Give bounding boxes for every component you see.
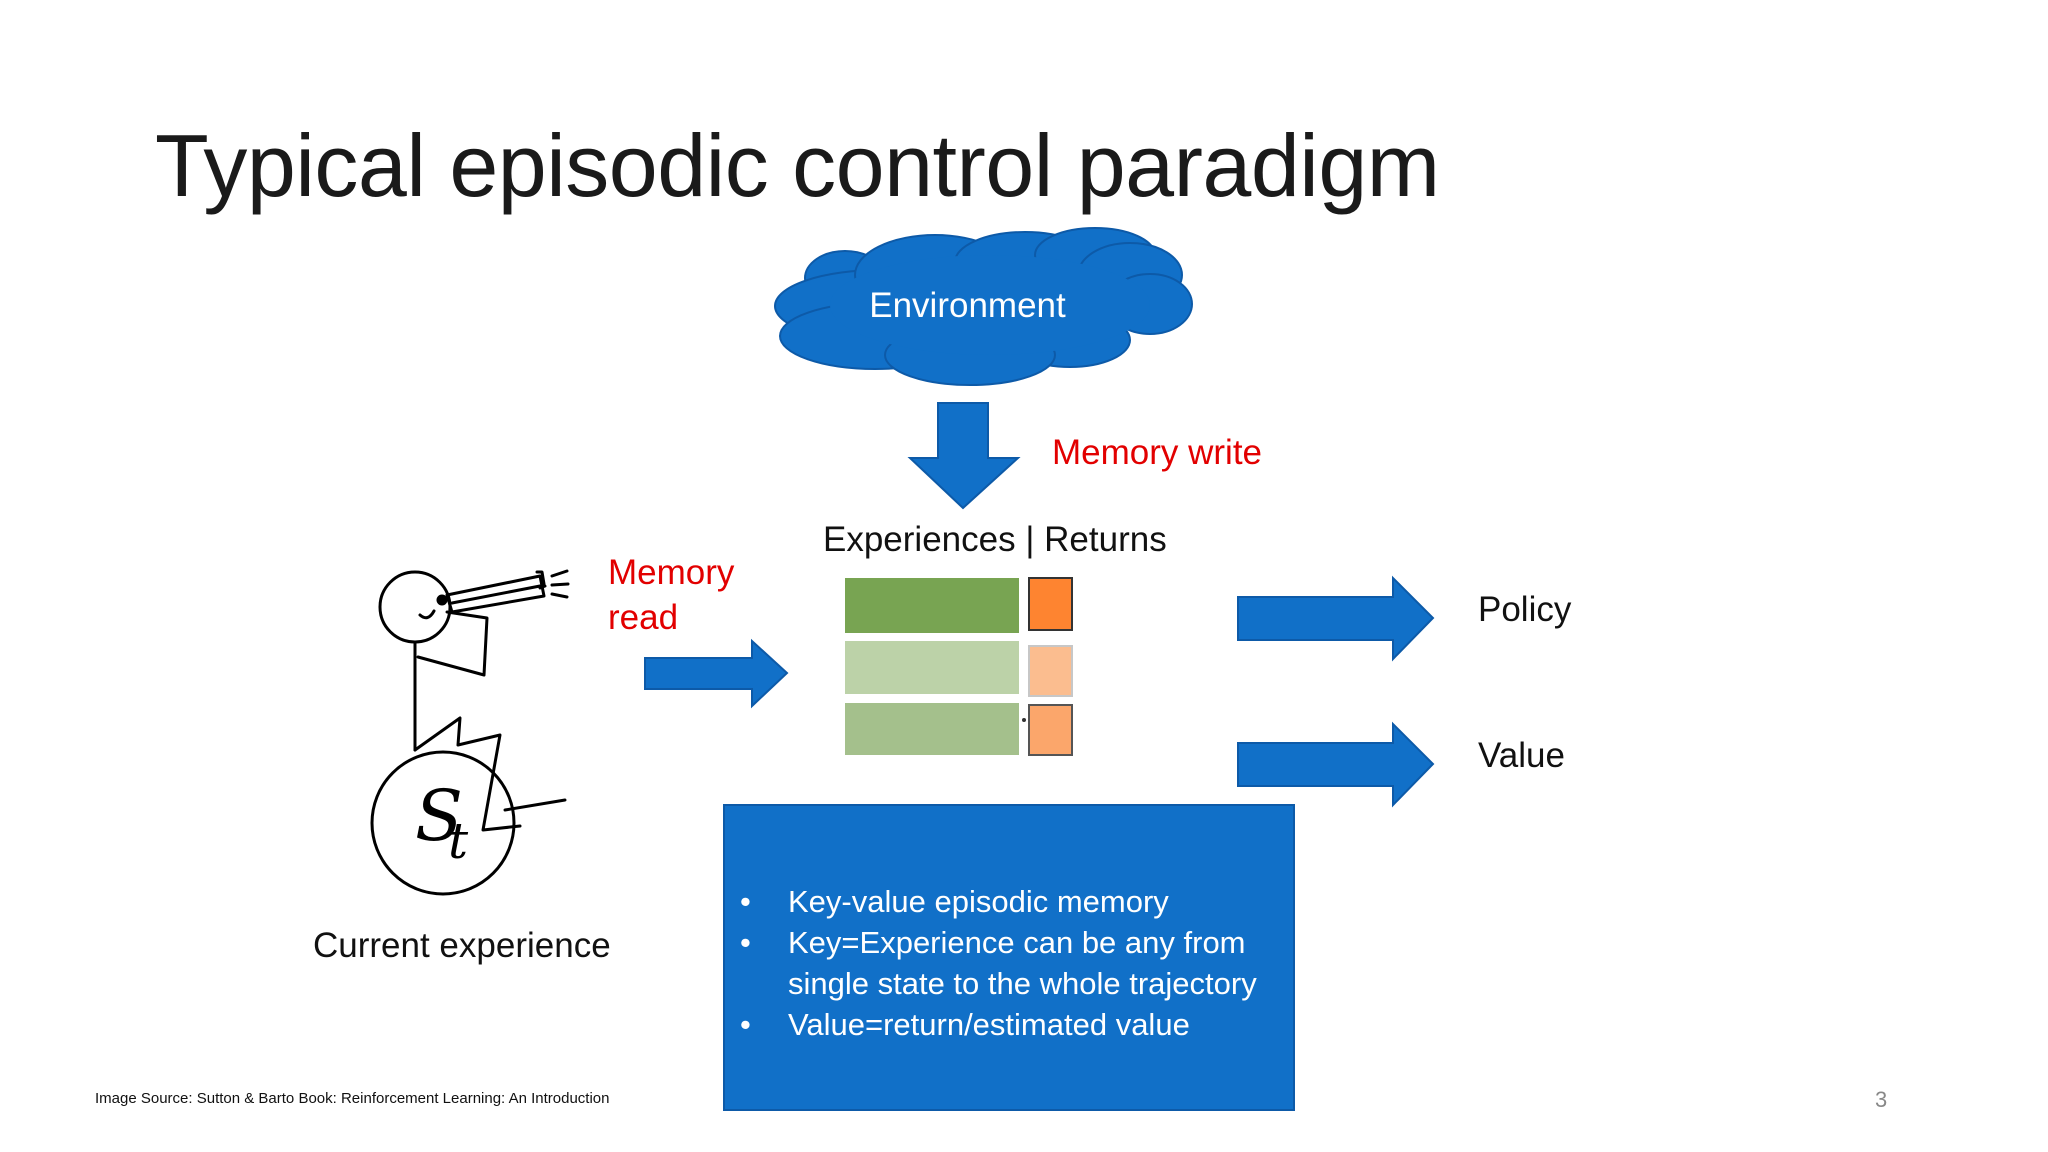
image-source-note: Image Source: Sutton & Barto Book: Reinf… (95, 1090, 610, 1107)
memory-read-line-1: Memory (608, 553, 735, 592)
environment-cloud-icon (774, 227, 1193, 386)
slide-title: Typical episodic control paradigm (155, 116, 1440, 215)
memory-key-row-3 (845, 703, 1019, 755)
memory-value-row-2 (1028, 645, 1073, 697)
memory-description-box: Key-value episodic memory Key=Experience… (723, 804, 1295, 1111)
current-experience-label: Current experience (313, 926, 611, 965)
bullet-item: Value=return/estimated value (725, 1004, 1288, 1045)
memory-key-row-1 (845, 578, 1019, 633)
state-subscript: t (448, 812, 469, 870)
memory-read-line-2: read (608, 598, 679, 637)
page-number: 3 (1875, 1087, 1888, 1112)
memory-read-label: Memory read (608, 550, 734, 640)
policy-arrow (1237, 575, 1435, 662)
memory-key-row-2 (845, 641, 1019, 694)
bullet-item: Key=Experience can be any from single st… (725, 922, 1288, 1004)
environment-label: Environment (869, 286, 1066, 325)
memory-value-row-1 (1028, 577, 1073, 631)
value-label: Value (1478, 736, 1565, 775)
state-symbol: S (415, 775, 463, 857)
memory-read-arrow (644, 638, 789, 709)
memory-bullet-list: Key-value episodic memory Key=Experience… (725, 881, 1288, 1045)
memory-write-arrow (907, 402, 1021, 510)
experiences-returns-label: Experiences | Returns (823, 520, 1167, 559)
policy-label: Policy (1478, 590, 1572, 629)
bullet-item: Key-value episodic memory (725, 881, 1288, 922)
memory-value-row-3 (1028, 704, 1073, 756)
agent-figure-icon (370, 569, 570, 896)
memory-write-label: Memory write (1052, 433, 1263, 472)
value-arrow (1237, 721, 1435, 808)
